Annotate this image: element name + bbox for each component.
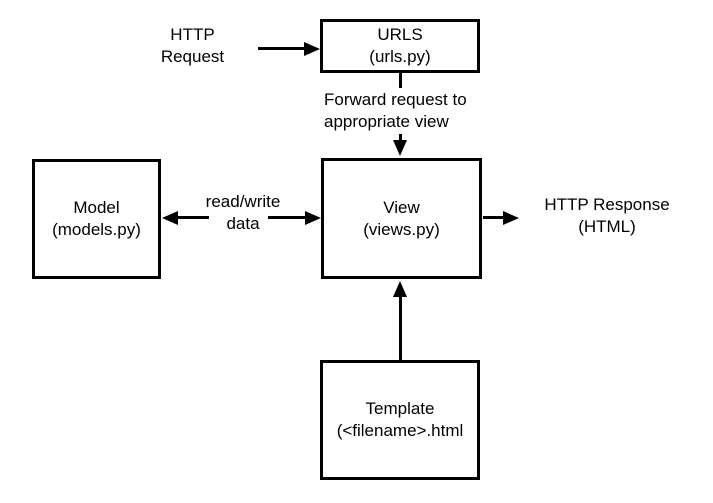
arrow-head-up [393,281,407,297]
forward-request-label-line2: appropriate view [324,112,449,131]
http-response-label-line2: (HTML) [578,217,636,236]
arrow-head-left [162,211,178,225]
arrow-line [268,216,307,219]
http-response-label-line1: HTTP Response [544,195,670,214]
model-node: Model (models.py) [32,159,161,279]
arrow-head-right [305,211,321,225]
arrow-head-right [503,211,519,225]
view-node-title: View [383,197,420,217]
view-node-subtitle: (views.py) [363,219,440,239]
urls-node-title: URLS [377,25,423,44]
read-write-data-label-line1: read/write [205,192,281,211]
forward-request-label: Forward request to appropriate view [322,88,469,134]
arrow-line [176,216,209,219]
template-node: Template (<filename>.html [320,360,480,480]
template-node-title: Template [365,399,435,418]
forward-request-label-line1: Forward request to [324,90,467,109]
template-node-subtitle: (<filename>.html [336,421,464,440]
arrow-line [483,216,505,219]
model-node-title: Model [73,198,120,217]
urls-node-subtitle: (urls.py) [369,47,431,66]
http-request-label-line2: Request [160,47,225,66]
urls-node: URLS (urls.py) [320,19,480,73]
http-response-label: HTTP Response (HTML) [528,194,686,238]
arrow-head-down [393,140,407,156]
read-write-data-label-line2: data [226,214,260,233]
read-write-data-label: read/write data [193,191,293,235]
arrow-head-right [304,42,320,56]
model-node-subtitle: (models.py) [52,220,141,239]
http-request-label: HTTP Request [145,24,240,68]
arrow-line [399,295,402,360]
arrow-line [258,47,306,50]
view-node: View (views.py) [321,158,482,279]
http-request-label-line1: HTTP [170,25,215,44]
